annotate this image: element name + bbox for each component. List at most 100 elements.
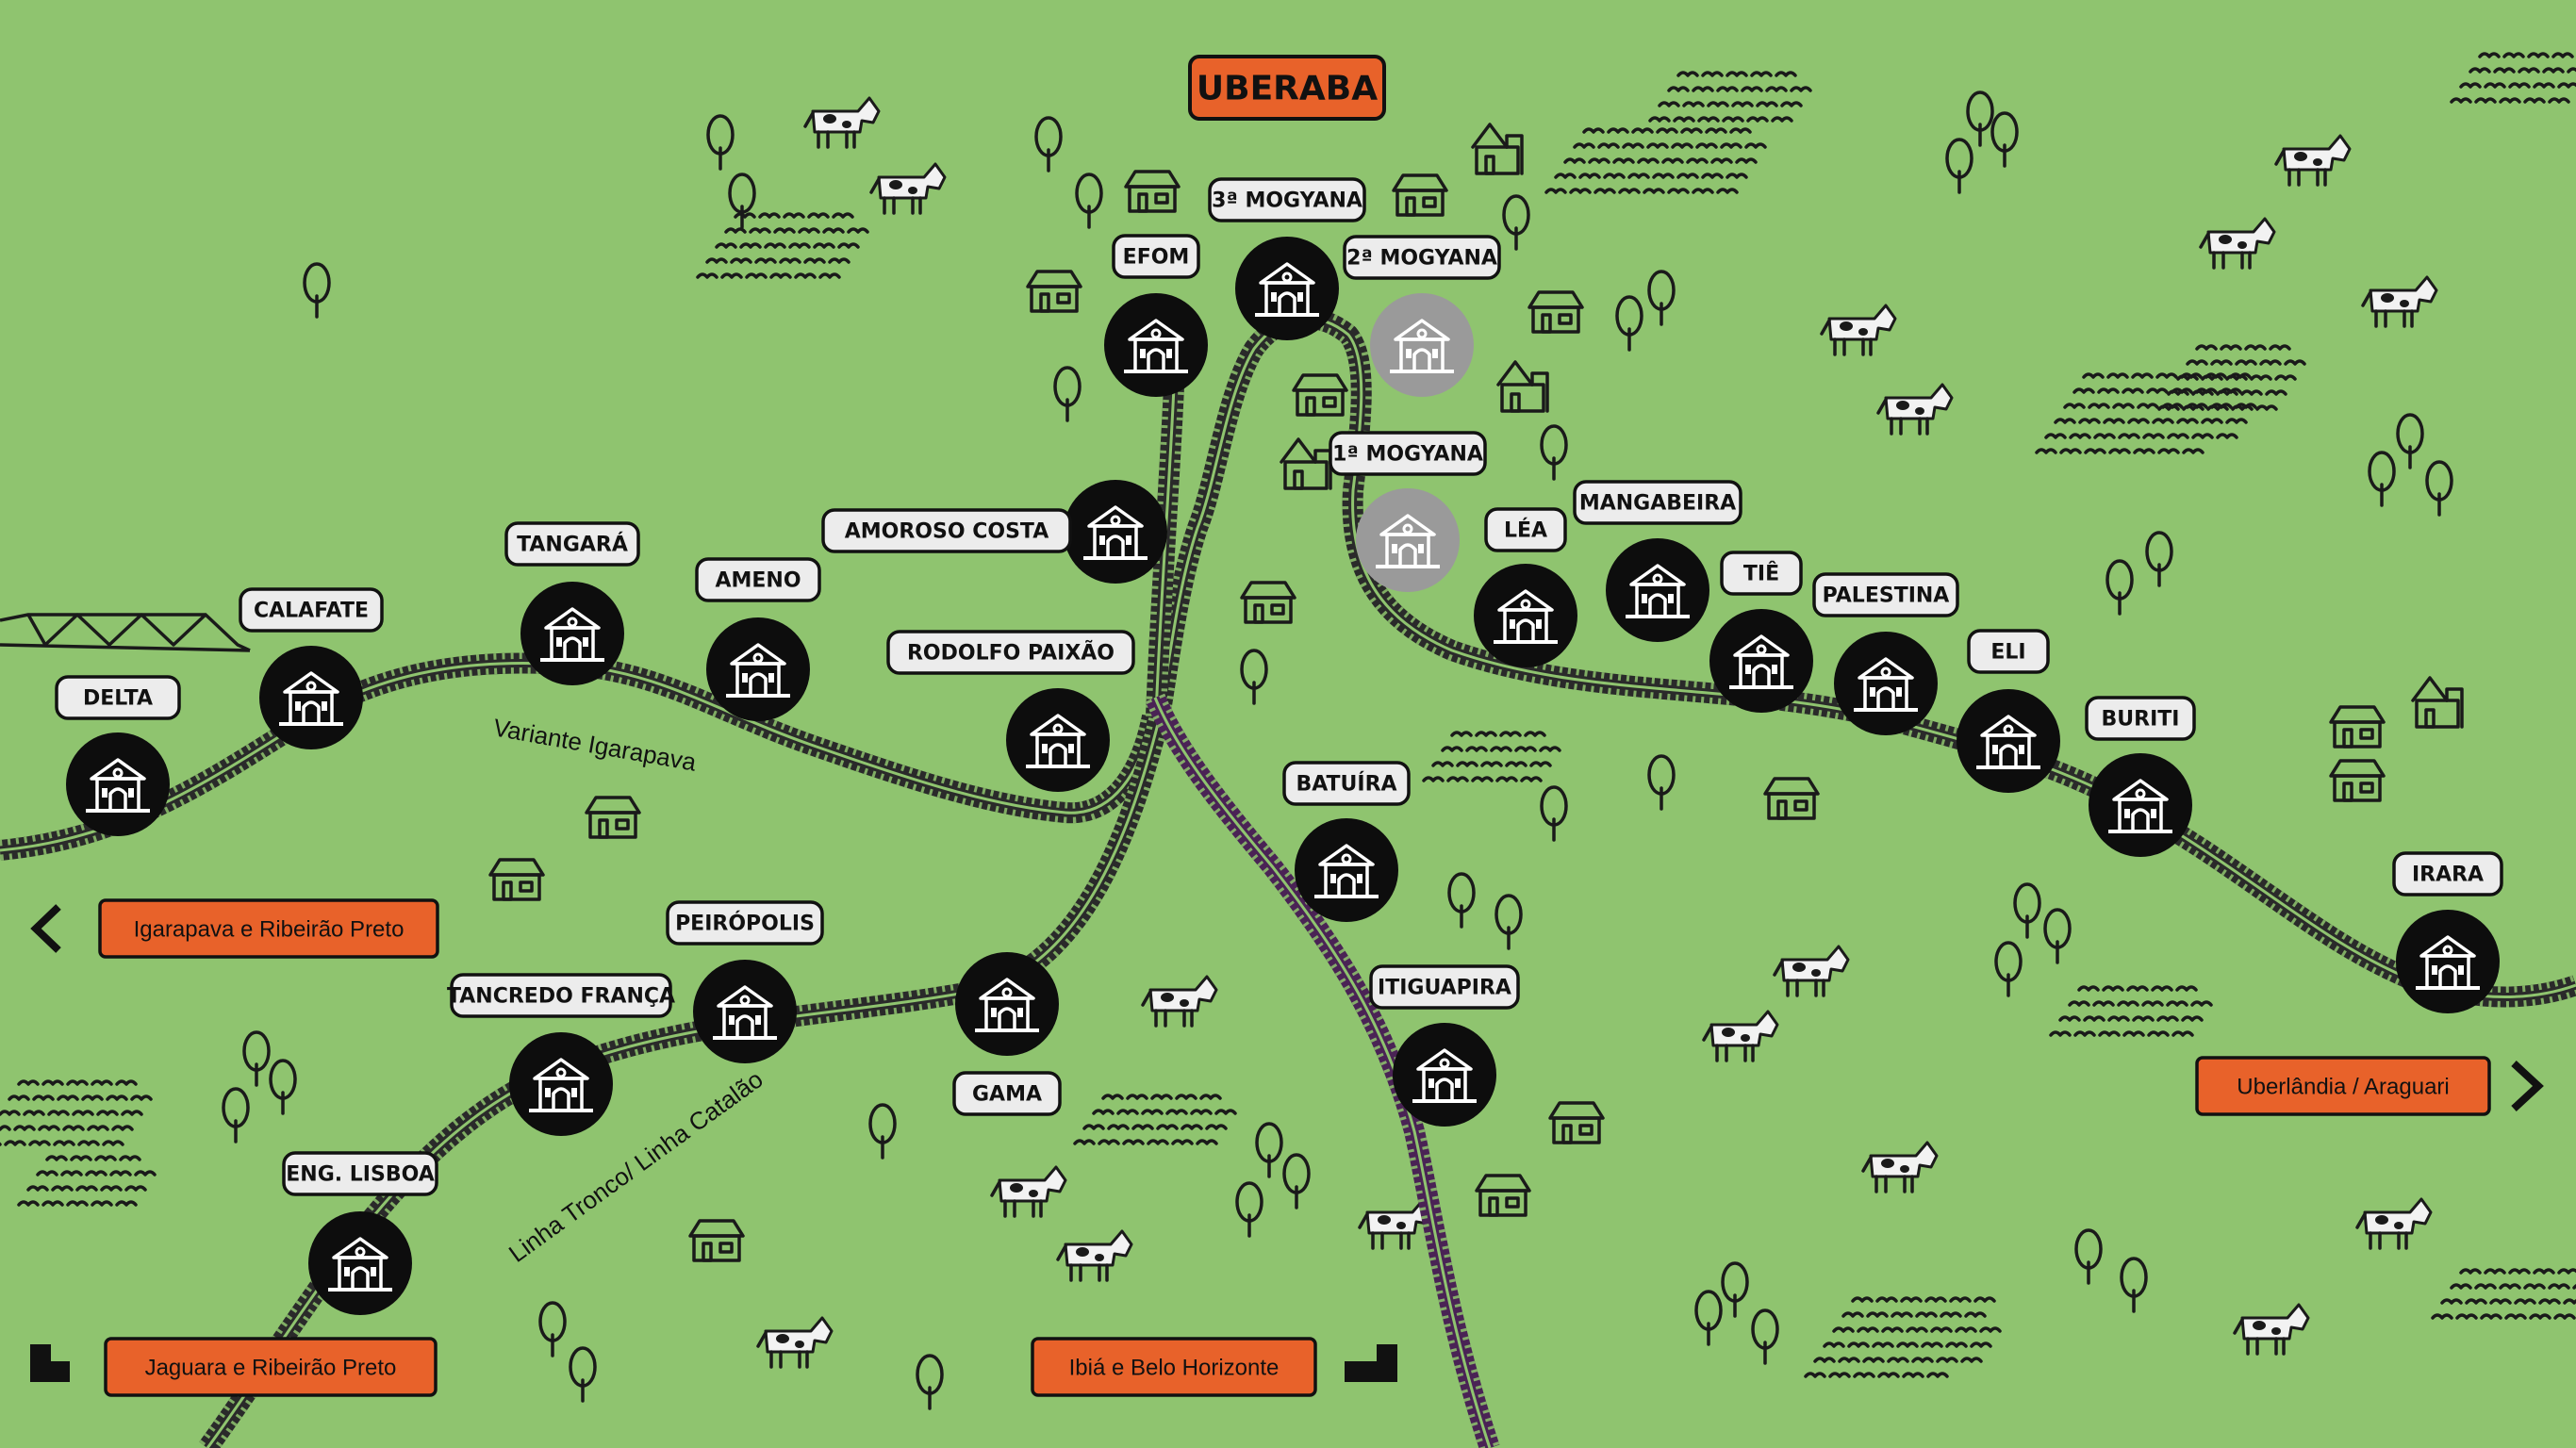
grass-icon	[1648, 116, 1671, 123]
arrow-down-right-icon[interactable]	[1345, 1344, 1397, 1382]
grass-icon	[1930, 1326, 1953, 1333]
station-palestina[interactable]: PALESTINA	[1812, 572, 1959, 735]
grass-icon	[2083, 1015, 2105, 1022]
direction-igarapava-button[interactable]: Igarapava e Ribeirão Preto	[30, 898, 439, 959]
grass-icon	[62, 1125, 85, 1131]
grass-icon	[17, 1079, 40, 1086]
station-rodolfo[interactable]: RODOLFO PAIXÃO	[886, 630, 1135, 792]
grass-icon	[2127, 418, 2150, 424]
grass-icon	[1098, 1139, 1120, 1145]
grass-icon	[2504, 1313, 2527, 1320]
grass-icon	[1422, 776, 1445, 782]
grass-icon	[847, 227, 869, 234]
grass-icon	[1465, 746, 1488, 752]
grass-icon	[779, 257, 801, 264]
grass-icon	[1771, 116, 1793, 123]
grass-icon	[1744, 142, 1767, 149]
grass-icon	[2167, 433, 2189, 439]
arrow-down-left-icon[interactable]	[30, 1344, 70, 1382]
grass-icon	[2480, 1313, 2502, 1320]
station-lea[interactable]: LÉA	[1474, 507, 1577, 667]
grass-icon	[57, 1094, 79, 1101]
station-peiropolis[interactable]: PEIRÓPOLIS	[666, 900, 824, 1063]
cow-icon	[2361, 275, 2438, 328]
station-tancredo[interactable]: TANCREDO FRANÇA	[447, 973, 675, 1136]
grass-icon	[1480, 761, 1503, 767]
grass-icon	[8, 1094, 30, 1101]
grass-icon	[696, 272, 718, 279]
arrow-right-icon[interactable]	[2511, 1061, 2544, 1111]
station-label: MANGABEIRA	[1579, 492, 1736, 516]
station-mangabeira[interactable]: MANGABEIRA	[1573, 480, 1742, 642]
cow-icon	[2274, 134, 2352, 187]
grass-icon	[2157, 448, 2180, 454]
grass-icon	[1131, 1124, 1154, 1130]
grass-icon	[2508, 1268, 2531, 1275]
grass-icon	[2527, 52, 2550, 58]
station-tie[interactable]: TIÊ	[1709, 551, 1813, 713]
grass-icon	[1775, 71, 1797, 77]
grass-icon	[36, 1170, 58, 1176]
station-mog3[interactable]: 3ª MOGYANA	[1208, 177, 1366, 340]
house-icon	[1471, 123, 1524, 175]
station-tangara[interactable]: TANGARÁ	[504, 521, 640, 685]
station-eli[interactable]: ELI	[1957, 629, 2060, 793]
grass-icon	[1446, 776, 1469, 782]
direction-ibia-button[interactable]: Ibiá e Belo Horizonte	[1031, 1337, 1397, 1397]
grass-icon	[1637, 157, 1660, 164]
station-itiguapira[interactable]: ITIGUAPIRA	[1369, 964, 1520, 1127]
station-ameno[interactable]: AMENO	[695, 557, 821, 721]
station-irara[interactable]: IRARA	[2392, 851, 2503, 1013]
station-marker	[1834, 632, 1938, 735]
grass-icon	[2523, 1283, 2546, 1290]
station-englisboa[interactable]: ENG. LISBOA	[282, 1151, 438, 1315]
grass-icon	[1847, 1341, 1870, 1348]
grass-icon	[2088, 403, 2110, 409]
grass-icon	[28, 1140, 51, 1146]
grass-icon	[1720, 142, 1742, 149]
grass-icon	[1692, 86, 1714, 92]
grass-icon	[1196, 1139, 1218, 1145]
station-mog2[interactable]: 2ª MOGYANA	[1343, 235, 1501, 397]
tree-icon	[1282, 1153, 1311, 1209]
grass-icon	[1181, 1124, 1203, 1130]
cow-icon	[2355, 1197, 2433, 1250]
grass-icon	[1866, 1311, 1889, 1318]
grass-icon	[730, 257, 752, 264]
grass-icon	[1147, 1139, 1169, 1145]
grass-icon	[2072, 387, 2095, 394]
grass-icon	[2484, 82, 2506, 89]
station-efom[interactable]: EFOM	[1104, 234, 1208, 397]
grass-icon	[2210, 359, 2233, 366]
grass-icon	[724, 227, 747, 234]
direction-jaguara-button[interactable]: Jaguara e Ribeirão Preto	[30, 1337, 438, 1397]
station-label-box	[55, 675, 181, 720]
station-label: PALESTINA	[1823, 584, 1950, 608]
grass-icon	[1716, 188, 1739, 194]
tree-icon	[2425, 460, 2453, 517]
direction-uberlandia-button[interactable]: Uberlândia / Araguari	[2195, 1056, 2544, 1116]
grass-icon	[2133, 448, 2155, 454]
grass-icon	[2175, 985, 2198, 992]
grass-icon	[1627, 173, 1650, 179]
house-icon	[1763, 777, 1820, 820]
grass-icon	[1701, 71, 1724, 77]
station-amoroso[interactable]: AMOROSO COSTA	[821, 480, 1167, 584]
station-delta[interactable]: DELTA	[55, 675, 181, 836]
station-gama[interactable]: GAMA	[952, 952, 1062, 1116]
arrow-left-icon[interactable]	[30, 904, 61, 953]
station-marker	[308, 1211, 412, 1315]
station-buriti[interactable]: BURITI	[2085, 696, 2196, 857]
grass-icon	[1906, 1326, 1928, 1333]
station-batuira[interactable]: BATUÍRA	[1282, 761, 1411, 922]
station-label: TIÊ	[1743, 562, 1779, 586]
station-calafate[interactable]: CALAFATE	[239, 587, 384, 749]
tree-icon	[1494, 894, 1523, 950]
grass-icon	[2201, 418, 2223, 424]
grass-icon	[1924, 1296, 1947, 1303]
grass-icon	[773, 227, 796, 234]
station-label-box	[1369, 964, 1520, 1010]
grass-icon	[1214, 1109, 1237, 1115]
station-mog1[interactable]: 1ª MOGYANA	[1329, 431, 1487, 592]
